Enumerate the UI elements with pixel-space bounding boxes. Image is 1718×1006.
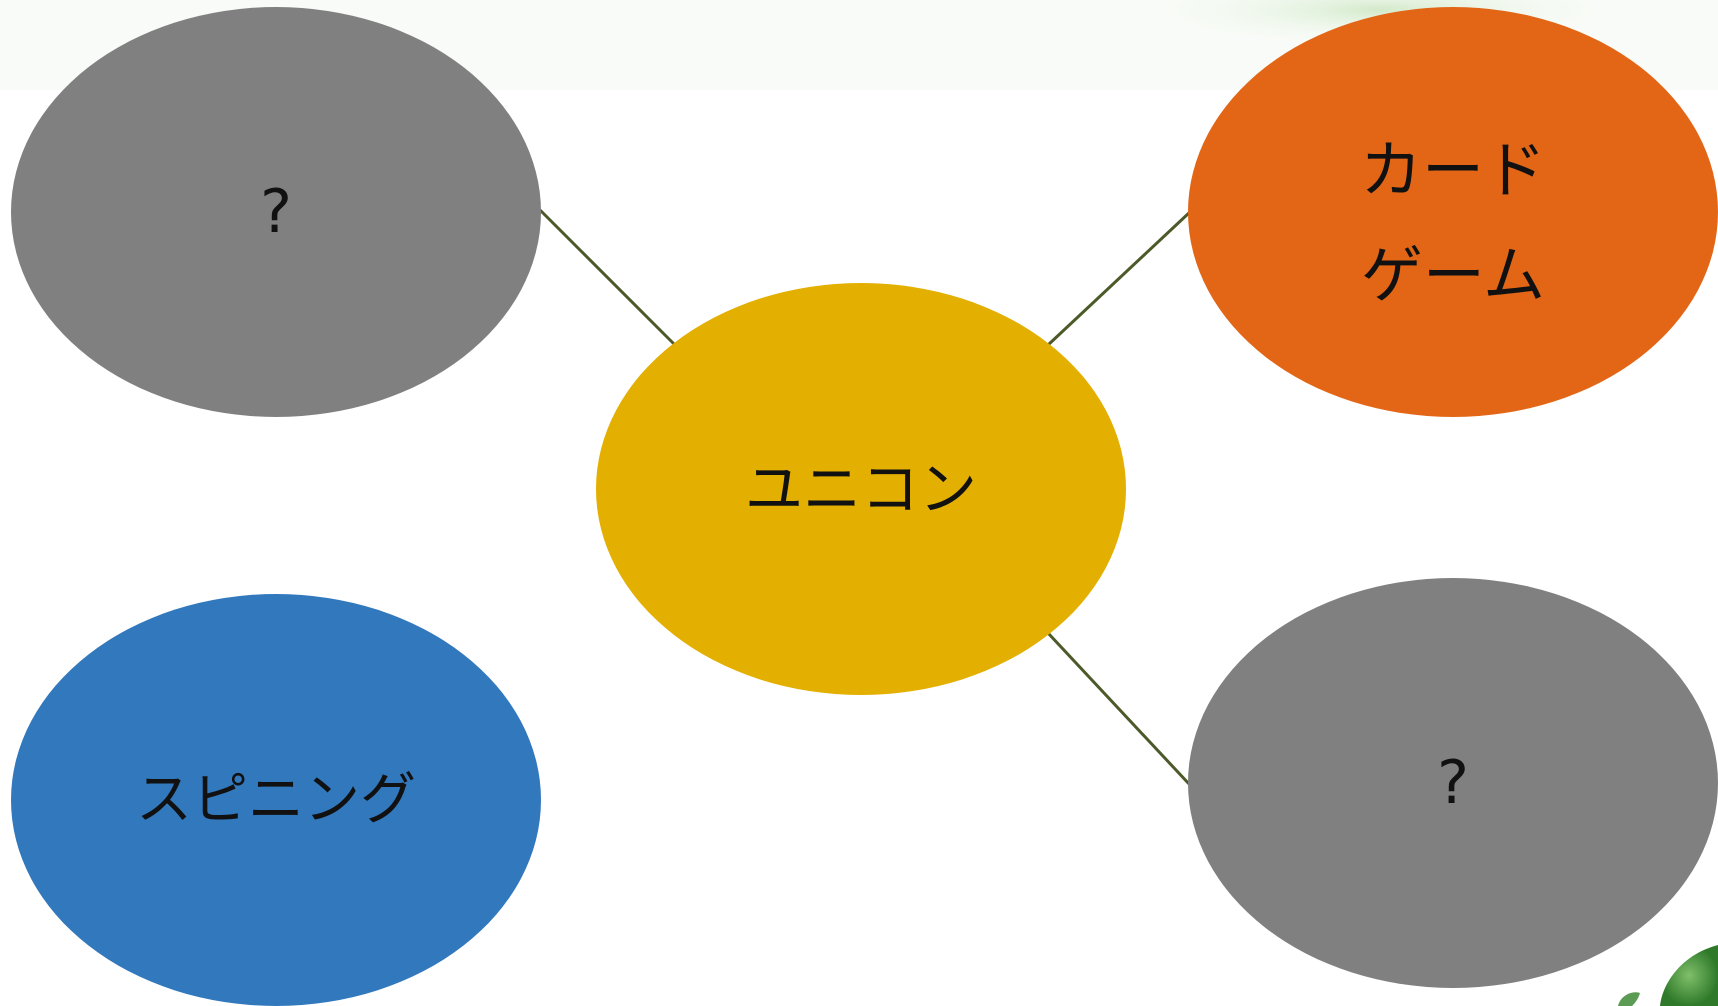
node-bottom-left-label: スピニング [136,768,416,833]
node-bottom-right-label: ? [1437,748,1469,818]
node-top-right-label-line1: カード [1360,134,1546,207]
decorative-droplet [1660,945,1718,1006]
node-top-left-label: ? [260,177,292,247]
node-top-left [11,7,541,417]
node-bottom-left [11,594,541,1006]
decorative-droplet-small [1618,992,1640,1006]
connector-top-left [538,208,677,347]
node-top-right-label-line2: ゲーム [1361,239,1545,312]
node-top-right [1188,7,1718,417]
connector-top-right [1046,210,1192,347]
connector-bottom-right [1046,631,1192,787]
node-bottom-right [1188,578,1718,988]
node-center [596,283,1126,695]
node-center-label: ユニコン [745,455,977,523]
